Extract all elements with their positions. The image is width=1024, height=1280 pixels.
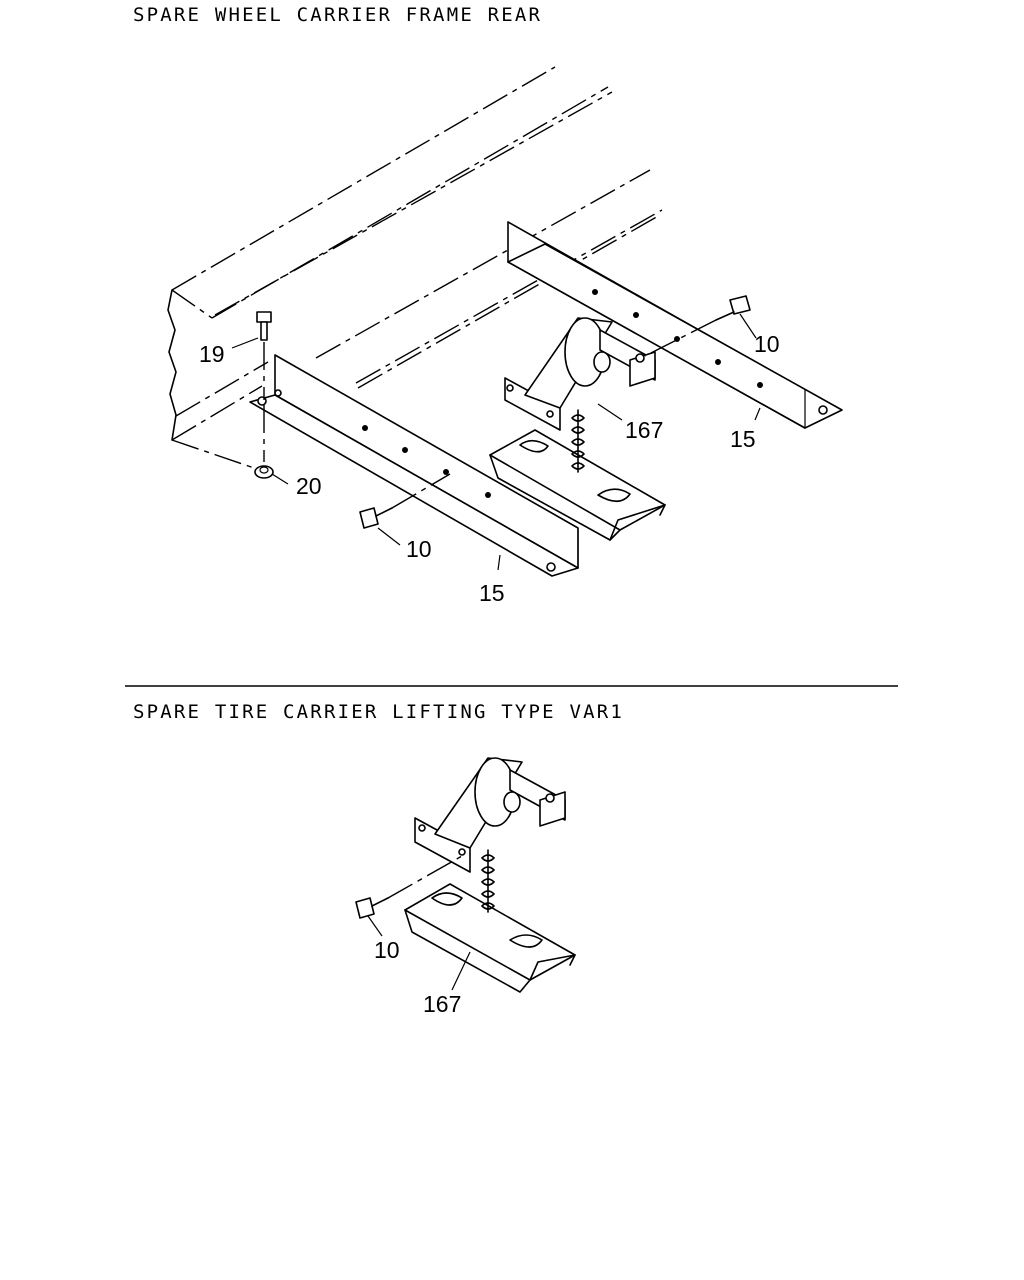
carrier-tray-top: [489, 429, 666, 541]
winch-assembly-bottom: [414, 757, 566, 913]
callout-167-bottom: 167: [423, 991, 461, 1017]
bolt-10-left-icon: [359, 473, 451, 529]
callout-15-right: 15: [730, 426, 756, 452]
callout-19: 19: [199, 341, 225, 367]
bolt-10-bottom-icon: [355, 855, 463, 919]
bolt-10-right-icon: [644, 295, 751, 357]
callout-10-right: 10: [754, 331, 780, 357]
frame-rail: [167, 66, 663, 471]
crossmember-bracket-left: [249, 354, 579, 577]
callout-15-left: 15: [479, 580, 505, 606]
leader-lines-top: [231, 313, 761, 571]
callout-10-bottom: 10: [374, 937, 400, 963]
section-title-frame-rear: SPARE WHEEL CARRIER FRAME REAR: [133, 4, 543, 26]
leader-lines-bottom: [367, 915, 471, 991]
callout-20: 20: [296, 473, 322, 499]
carrier-tray-bottom: [404, 883, 576, 993]
callout-167-top: 167: [625, 417, 663, 443]
section-title-lifting-type: SPARE TIRE CARRIER LIFTING TYPE VAR1: [133, 701, 625, 723]
crossmember-bracket-right: [507, 221, 843, 429]
winch-assembly-top: [504, 317, 656, 473]
callout-10-left: 10: [406, 536, 432, 562]
bolt-19-icon: [256, 311, 272, 400]
nut-20-icon: [254, 405, 274, 479]
